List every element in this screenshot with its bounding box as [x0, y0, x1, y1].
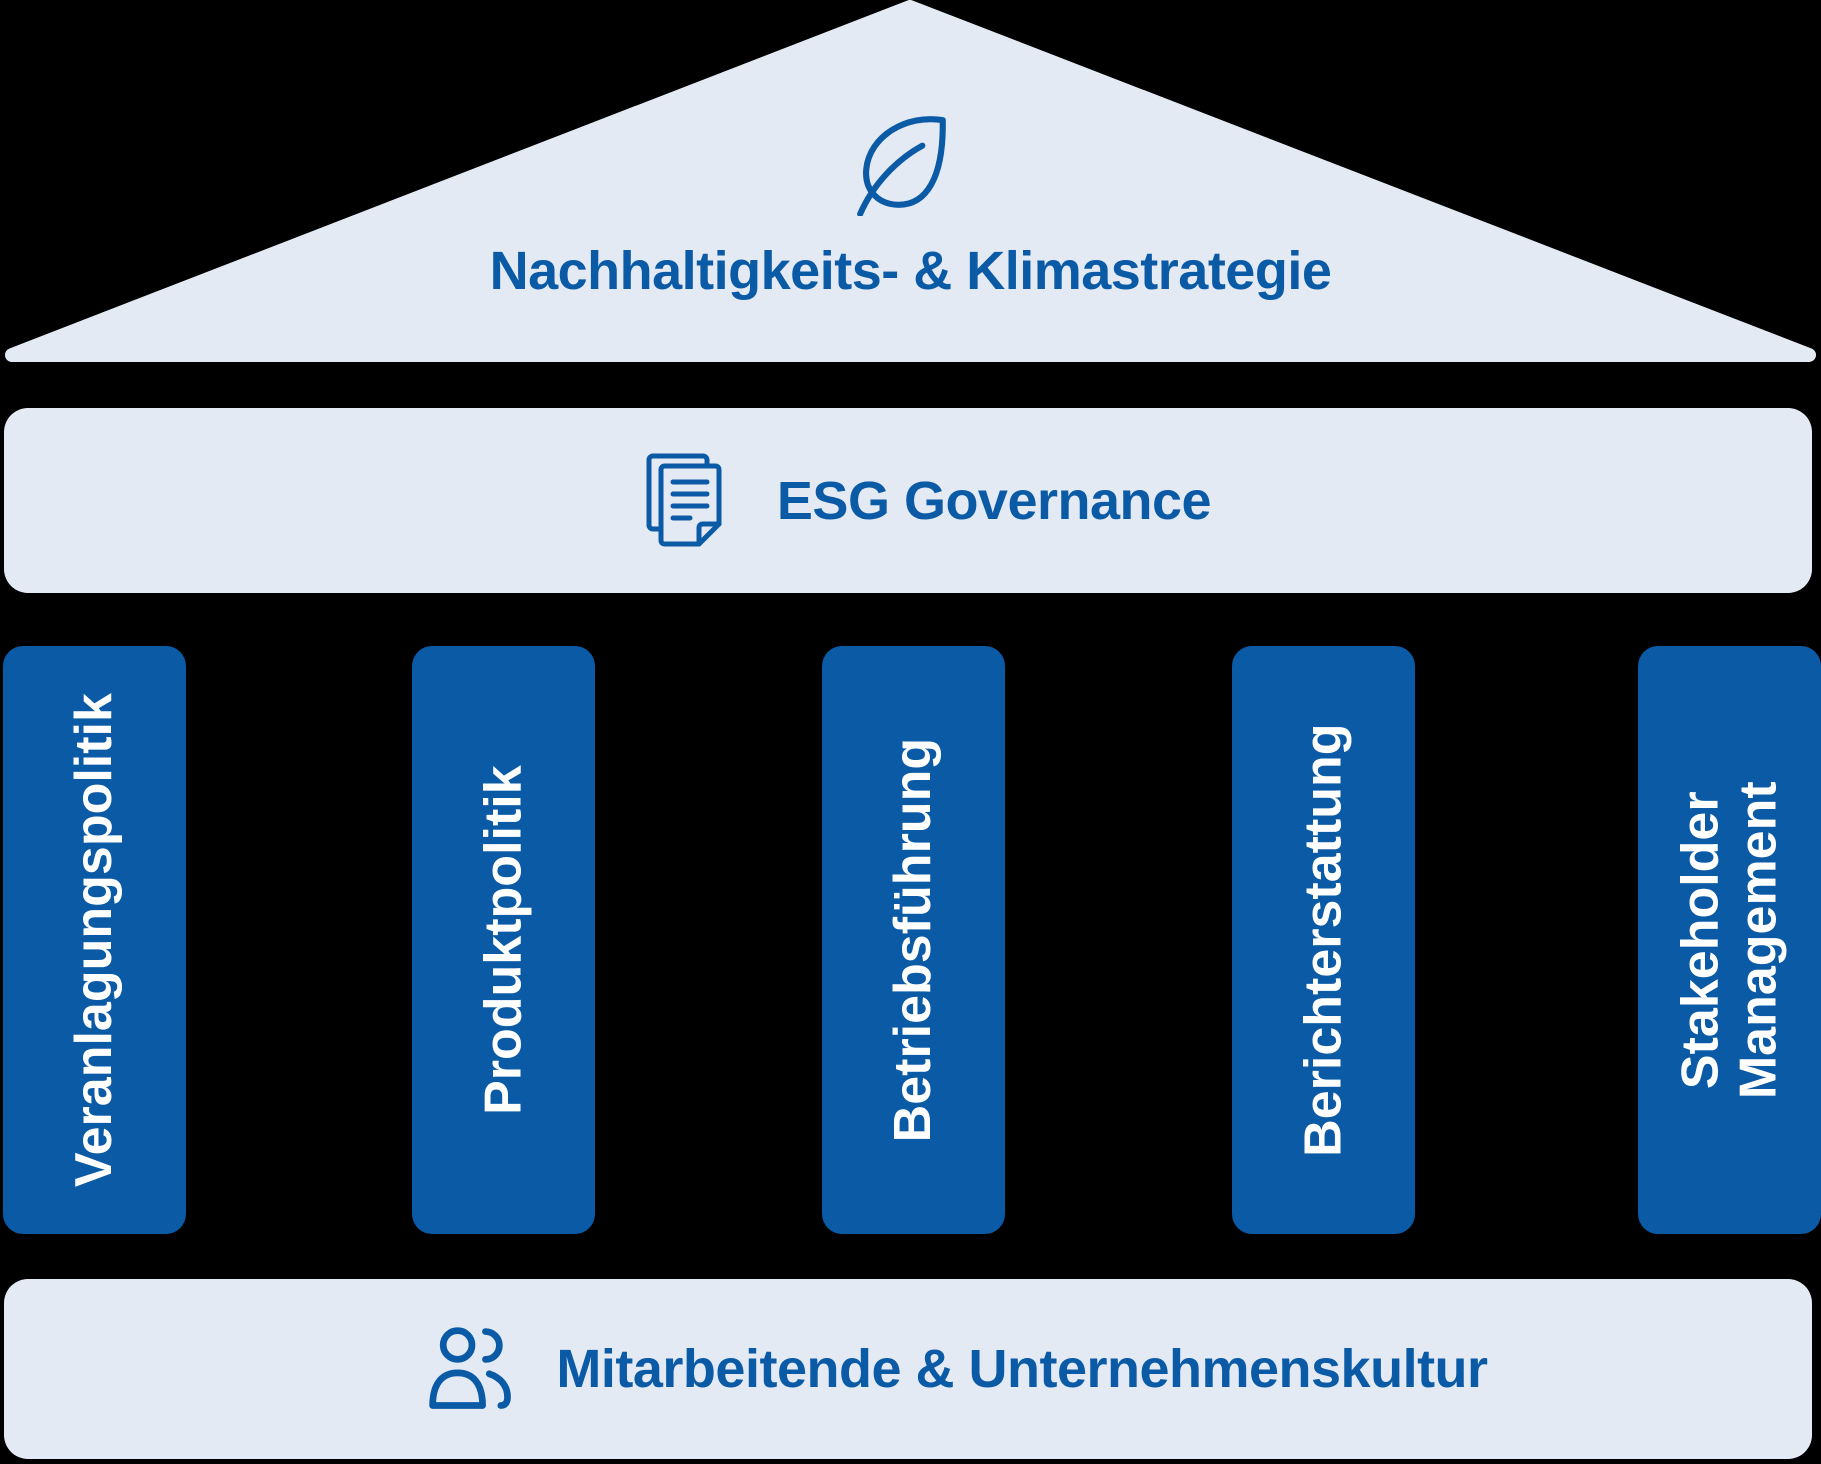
governance-bar-label: ESG Governance: [776, 470, 1212, 531]
people-icon: [424, 1321, 520, 1417]
roof-title: Nachhaltigkeits- & Klimastrategie: [489, 241, 1332, 301]
pillar-label: Betriebsführung: [884, 737, 943, 1143]
roof-shape: [5, 0, 1816, 362]
governance-bar-content: ESG Governance: [641, 453, 1212, 549]
documents-icon: [641, 453, 741, 549]
pillar-berichterstattung: Berichterstattung: [1232, 646, 1415, 1234]
pillar-produktpolitik: Produktpolitik: [412, 646, 595, 1234]
pillar-label: Berichterstattung: [1294, 723, 1353, 1157]
leaf-icon: [853, 112, 955, 216]
pillar-label: Veranlagungspolitik: [65, 692, 124, 1188]
pillar-betriebsfuehrung: Betriebsführung: [822, 646, 1005, 1234]
foundation-bar: Mitarbeitende & Unternehmenskultur: [4, 1279, 1812, 1459]
pillar-stakeholder-management: Stakeholder Management: [1638, 646, 1821, 1234]
governance-bar: ESG Governance: [4, 408, 1812, 593]
pillar-label: Produktpolitik: [474, 765, 533, 1115]
foundation-bar-content: Mitarbeitende & Unternehmenskultur: [424, 1321, 1488, 1417]
pillar-veranlagungspolitik: Veranlagungspolitik: [3, 646, 186, 1234]
pillar-label: Stakeholder Management: [1671, 781, 1788, 1099]
foundation-bar-label: Mitarbeitende & Unternehmenskultur: [556, 1339, 1488, 1399]
